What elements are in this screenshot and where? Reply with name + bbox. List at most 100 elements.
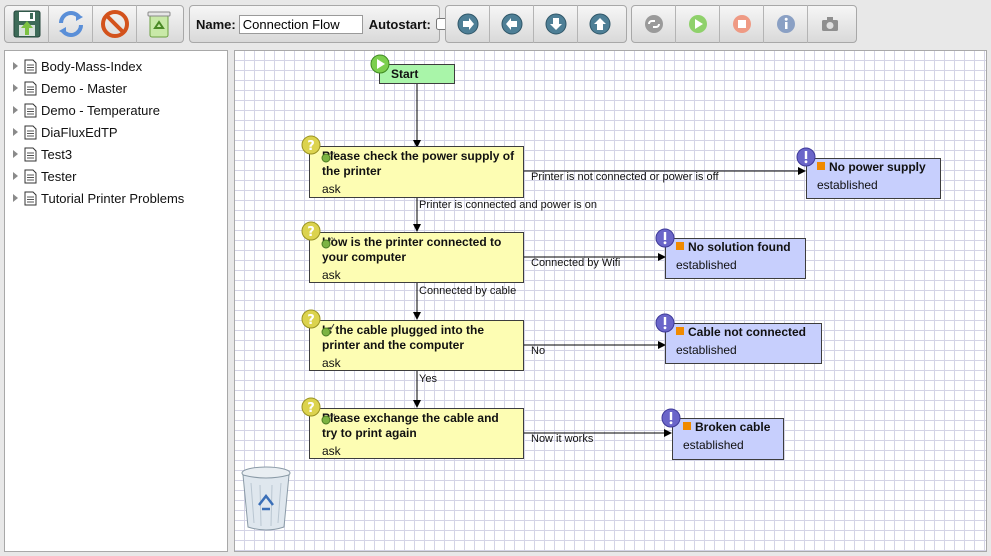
cancel-icon [100, 10, 129, 38]
document-icon [24, 169, 37, 183]
question-type-icon: oc [321, 236, 335, 249]
move-up-button[interactable] [578, 5, 622, 43]
solution-status: established [817, 178, 878, 192]
svg-text:oc: oc [330, 236, 335, 243]
solution-status: established [683, 438, 744, 452]
solution-title: Broken cable [695, 420, 771, 434]
solution-marker-icon [676, 242, 684, 250]
question-title: How is the printer connected to your com… [322, 235, 502, 264]
recycle-button[interactable] [137, 5, 181, 43]
expand-arrow-icon[interactable] [13, 106, 18, 114]
start-play-icon [370, 54, 390, 74]
solution-title: No power supply [829, 160, 926, 174]
solution-title: Cable not connected [688, 325, 807, 339]
question-mark-icon: ? [301, 135, 321, 155]
question-node-3[interactable]: Is the cable plugged into the printer an… [309, 320, 524, 371]
solution-status: established [676, 343, 737, 357]
save-button[interactable] [5, 5, 49, 43]
link-button[interactable] [632, 5, 676, 43]
tree-item-label: Tutorial Printer Problems [41, 190, 185, 206]
edge-label-q1-q2: Printer is connected and power is on [419, 199, 597, 211]
solution-node-2[interactable]: No solution found established [665, 238, 806, 279]
svg-text:?: ? [307, 401, 315, 416]
tree-item-label: Tester [41, 168, 77, 184]
toolbar-run-group [631, 5, 857, 43]
flow-edges [413, 84, 806, 437]
flow-canvas[interactable]: Start Please check the power supply of t… [234, 50, 987, 552]
solution-title: No solution found [688, 240, 791, 254]
document-icon [24, 59, 37, 73]
question-mark-icon: ? [301, 309, 321, 329]
autostart-label: Autostart: [368, 16, 431, 32]
edge-label-q4-s4: Now it works [531, 433, 594, 445]
tree-item[interactable]: Test3 [5, 143, 227, 165]
question-action: ask [322, 182, 341, 196]
svg-text:?: ? [307, 225, 315, 240]
expand-arrow-icon[interactable] [13, 150, 18, 158]
camera-icon [822, 17, 838, 31]
tree-item-label: Demo - Master [41, 80, 127, 96]
edge-label-q3-q4: Yes [419, 373, 437, 385]
solution-status: established [676, 258, 737, 272]
tree-item-label: DiaFluxEdTP [41, 124, 118, 140]
svg-text:?: ? [307, 313, 315, 328]
expand-arrow-icon[interactable] [13, 62, 18, 70]
refresh-icon [58, 11, 83, 37]
autostart-checkbox[interactable] [435, 18, 448, 30]
start-node[interactable]: Start [379, 64, 455, 84]
tree-item-label: Test3 [41, 146, 73, 162]
tree-item[interactable]: Tutorial Printer Problems [5, 187, 227, 209]
question-title: Please exchange the cable and try to pri… [322, 411, 499, 440]
cancel-button[interactable] [93, 5, 137, 43]
solution-node-1[interactable]: No power supply established [806, 158, 941, 199]
document-icon [24, 81, 37, 95]
exclamation-icon [796, 147, 816, 167]
arrow-up-icon [589, 13, 611, 35]
play-icon [688, 15, 707, 33]
arrow-down-icon [545, 13, 566, 35]
toolbar-file-group [4, 5, 184, 43]
tree-item[interactable]: Demo - Temperature [5, 99, 227, 121]
exclamation-icon [655, 228, 675, 248]
expand-arrow-icon[interactable] [13, 84, 18, 92]
question-type-icon: oc [321, 412, 335, 425]
stop-button[interactable] [720, 5, 764, 43]
edge-label-q2-q3: Connected by cable [419, 285, 517, 297]
solution-node-3[interactable]: Cable not connected established [665, 323, 822, 364]
tree-item[interactable]: Demo - Master [5, 77, 227, 99]
document-icon [24, 103, 37, 117]
arrow-right-icon [457, 13, 478, 35]
move-left-button[interactable] [490, 5, 534, 43]
svg-text:oc: oc [330, 150, 335, 157]
expand-arrow-icon[interactable] [13, 128, 18, 136]
tree-item[interactable]: Body-Mass-Index [5, 55, 227, 77]
question-node-4[interactable]: Please exchange the cable and try to pri… [309, 408, 524, 459]
trash-icon[interactable] [239, 465, 293, 533]
move-right-button[interactable] [446, 5, 490, 43]
info-button[interactable] [764, 5, 808, 43]
stop-icon [732, 15, 751, 33]
question-mark-icon: ? [301, 397, 321, 417]
document-icon [24, 125, 37, 139]
solution-node-4[interactable]: Broken cable established [672, 418, 784, 460]
play-button[interactable] [676, 5, 720, 43]
expand-arrow-icon[interactable] [13, 172, 18, 180]
name-input[interactable] [238, 14, 363, 34]
question-node-2[interactable]: How is the printer connected to your com… [309, 232, 524, 283]
question-title: Please check the power supply of the pri… [322, 149, 515, 178]
move-down-button[interactable] [534, 5, 578, 43]
svg-text:oc: oc [330, 412, 335, 419]
tree-item[interactable]: DiaFluxEdTP [5, 121, 227, 143]
flowchart-tree: Body-Mass-Index Demo - Master Demo - Tem… [4, 50, 228, 552]
question-mark-icon: ? [301, 221, 321, 241]
question-action: ask [322, 444, 341, 458]
tree-item[interactable]: Tester [5, 165, 227, 187]
question-type-icon: oc [321, 150, 335, 163]
toolbar-nav-group [445, 5, 627, 43]
exclamation-icon [655, 313, 675, 333]
edge-label-q1-s1: Printer is not connected or power is off [531, 171, 719, 183]
question-node-1[interactable]: Please check the power supply of the pri… [309, 146, 524, 198]
expand-arrow-icon[interactable] [13, 194, 18, 202]
refresh-button[interactable] [49, 5, 93, 43]
snapshot-button[interactable] [808, 5, 852, 43]
